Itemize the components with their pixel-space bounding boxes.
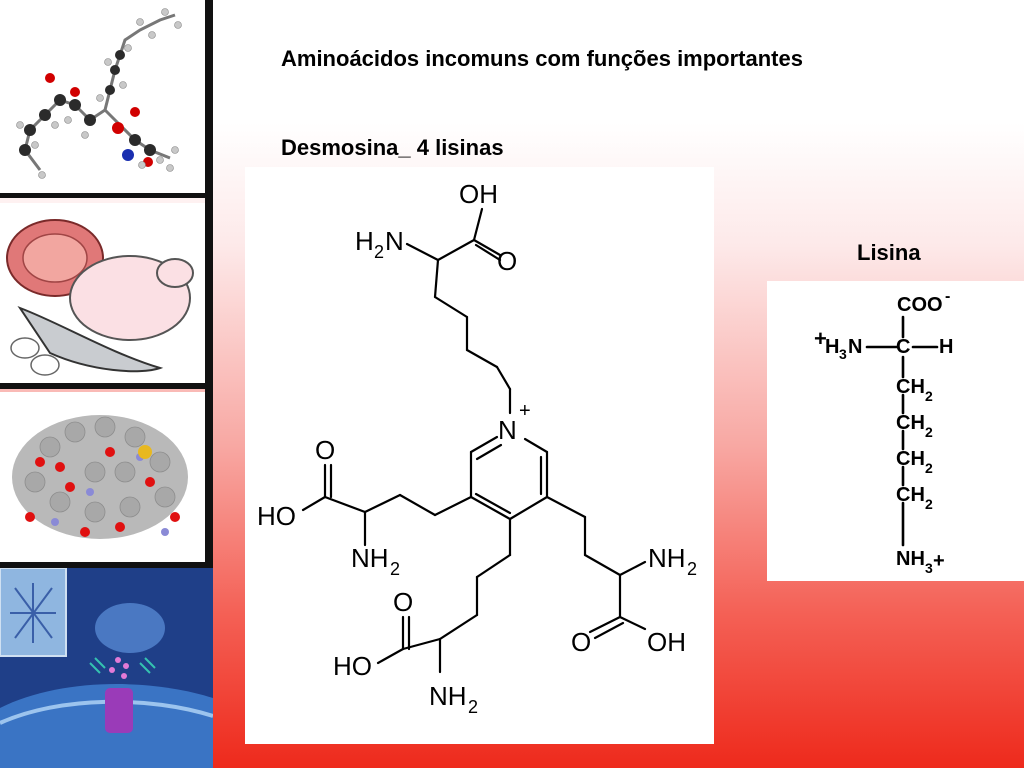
lys-ch2-1: CH	[896, 376, 925, 398]
atom-o-left: O	[315, 435, 335, 465]
slide-title: Aminoácidos incomuns com funções importa…	[281, 46, 803, 71]
atom-o-top: O	[497, 246, 517, 276]
lys-h3n-h: H	[825, 336, 839, 358]
meat-poultry-fish-image	[0, 203, 205, 389]
molecule-model-image	[0, 0, 205, 198]
protein-space-fill-image	[0, 392, 205, 568]
lys-ch2-4: CH	[896, 484, 925, 506]
lys-ch2-3-sub: 2	[925, 460, 933, 476]
lysine-structure: COO - + H 3 N C H CH 2 CH 2 CH 2 CH 2 NH…	[767, 281, 1024, 581]
lys-nh3-sub: 3	[925, 560, 933, 576]
atom-plus: +	[519, 400, 531, 422]
lys-ch2-2-sub: 2	[925, 424, 933, 440]
atom-nh2-left-2: 2	[390, 559, 400, 579]
lys-coo-charge: -	[945, 288, 950, 305]
atom-nh2-left-nh: NH	[351, 543, 389, 573]
atom-ho-left: HO	[257, 501, 296, 531]
lys-ch2-4-sub: 2	[925, 496, 933, 512]
lys-alpha-h: H	[939, 336, 953, 358]
lys-ch2-3: CH	[896, 448, 925, 470]
atom-nh2-right-2: 2	[687, 559, 697, 579]
lys-h3n-3: 3	[839, 346, 847, 362]
lys-ch2-1-sub: 2	[925, 388, 933, 404]
lys-coo: COO	[897, 294, 943, 316]
atom-ho-bottom: HO	[333, 651, 372, 681]
atom-o-bottom: O	[393, 587, 413, 617]
lys-h3n-n: N	[848, 336, 862, 358]
atom-n-plus: N	[498, 415, 517, 445]
image-strip-border	[205, 0, 213, 768]
atom-h2n-top-2: 2	[374, 242, 384, 262]
desmosine-subtitle: Desmosina_ 4 lisinas	[281, 135, 504, 160]
atom-o-right: O	[571, 627, 591, 657]
atom-oh-right: OH	[647, 627, 686, 657]
lysine-label: Lisina	[857, 240, 921, 265]
atom-oh-top: OH	[459, 179, 498, 209]
atom-nh2-bottom-2: 2	[468, 697, 478, 717]
lys-nh3-plus: +	[933, 550, 945, 572]
lys-ch2-2: CH	[896, 412, 925, 434]
lys-nh3: NH	[896, 548, 925, 570]
lys-alpha-c: C	[896, 336, 910, 358]
desmosine-structure: OH O H 2 N N + O HO NH 2 O HO NH 2 NH 2 …	[245, 167, 714, 744]
atom-h2n-top-h: H	[355, 226, 374, 256]
atom-h2n-top-n: N	[385, 226, 404, 256]
atom-nh2-right-nh: NH	[648, 543, 686, 573]
lys-h3n-plus: +	[814, 326, 827, 351]
atom-nh2-bottom-nh: NH	[429, 681, 467, 711]
cell-membrane-illustration	[0, 568, 213, 768]
